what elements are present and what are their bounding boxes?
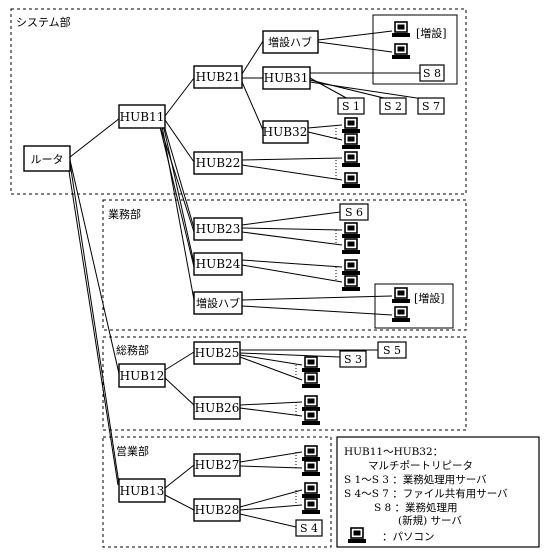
hub13-box	[118, 478, 166, 503]
server-s7-label: S 7	[422, 100, 440, 113]
legend-pc-icon	[347, 527, 367, 544]
pc-icon	[341, 151, 361, 168]
pc-icon	[301, 356, 321, 373]
hub12-label: HUB12	[120, 369, 165, 383]
hub13-label: HUB13	[120, 484, 165, 498]
hub27-box	[193, 453, 241, 477]
hub21-label: HUB21	[196, 70, 241, 84]
server-s3-label: S 3	[344, 353, 362, 366]
hub31-label: HUB31	[264, 71, 309, 85]
hub23-box	[193, 217, 243, 241]
server-s1-label: S 1	[342, 100, 360, 113]
dept-label-system: システム部	[16, 15, 71, 29]
pc-icon	[301, 498, 321, 515]
server-s1-box	[337, 97, 365, 115]
hub22-box	[193, 151, 243, 175]
added-annotation-business: [増設]	[414, 291, 445, 305]
hub26-box	[193, 396, 241, 420]
hub25-box	[193, 341, 241, 365]
hub11-box	[118, 104, 166, 129]
legend-line2: マルチポートリピータ	[368, 460, 473, 472]
pc-icon	[301, 445, 321, 462]
added-hub-system-box	[262, 30, 319, 54]
pc-icon	[341, 275, 361, 292]
hub22-label: HUB22	[196, 156, 241, 170]
pc-icon	[391, 287, 411, 304]
hub11-label: HUB11	[120, 110, 165, 124]
legend-box	[336, 436, 540, 548]
legend-line5: S 8 ：業務処理用	[374, 501, 458, 514]
hub24-label: HUB24	[196, 257, 241, 271]
pc-icon	[341, 222, 361, 239]
hub21-box	[193, 65, 243, 89]
dept-sales-box	[102, 436, 332, 548]
dept-label-business: 業務部	[108, 207, 141, 221]
pc-icon	[301, 372, 321, 389]
pc-icon	[301, 395, 321, 412]
legend-line6: (新規) サーバ	[398, 514, 462, 527]
added-hub-system-label: 増設ハブ	[268, 35, 312, 49]
server-s8-box	[419, 64, 445, 82]
server-s5-box	[377, 341, 407, 359]
pc-icon	[341, 238, 361, 255]
hub28-label: HUB28	[195, 503, 240, 517]
hub25-label: HUB25	[195, 346, 240, 360]
pc-icon	[341, 117, 361, 134]
pc-icon	[391, 21, 411, 38]
server-s4-label: S 4	[300, 522, 318, 535]
server-s2-box	[379, 97, 407, 115]
server-s3-box	[339, 350, 367, 368]
hub31-box	[262, 66, 311, 90]
hub26-label: HUB26	[195, 401, 240, 415]
dept-label-general: 総務部	[116, 343, 149, 357]
server-s2-label: S 2	[384, 100, 402, 113]
hub12-box	[118, 363, 166, 388]
legend-line4: S 4～S 7 ：ファイル共有用サーバ	[344, 487, 508, 500]
pc-icon	[391, 306, 411, 323]
server-s6-box	[339, 203, 369, 221]
hub24-box	[193, 252, 243, 276]
server-s5-label: S 5	[383, 344, 401, 357]
router-label: ルータ	[31, 153, 64, 166]
legend-line7: ：パソコン	[382, 531, 435, 543]
pc-icon	[301, 460, 321, 477]
dept-system-box	[10, 8, 467, 195]
hub23-label: HUB23	[196, 222, 241, 236]
hub28-box	[193, 498, 241, 522]
pc-dotted-links	[295, 125, 337, 505]
hub27-label: HUB27	[195, 458, 240, 472]
router-box	[23, 145, 71, 172]
added-annotation-system: [増設]	[416, 26, 447, 40]
pc-icon	[391, 43, 411, 60]
hub32-box	[262, 120, 309, 144]
added-hub-business-box	[193, 291, 243, 315]
pc-icon	[341, 172, 361, 189]
edges	[67, 30, 431, 528]
dept-general-box	[102, 336, 467, 431]
pc-icon	[301, 482, 321, 499]
dept-business-box	[102, 199, 467, 331]
pc-icon	[341, 259, 361, 276]
added-pc-group-business	[374, 283, 454, 329]
server-s4-box	[295, 519, 323, 537]
hub32-label: HUB32	[263, 125, 308, 139]
server-s7-box	[417, 97, 445, 115]
server-s8-label: S 8	[423, 67, 441, 80]
legend-line3: S 1～S 3 ：業務処理用サーバ	[344, 473, 487, 486]
dept-label-sales: 営業部	[116, 444, 149, 458]
server-s6-label: S 6	[345, 206, 363, 219]
added-hub-business-label: 増設ハブ	[196, 296, 240, 310]
pc-icon	[341, 133, 361, 150]
pc-icon	[301, 409, 321, 426]
legend-line1: HUB11～HUB32：	[344, 446, 443, 458]
